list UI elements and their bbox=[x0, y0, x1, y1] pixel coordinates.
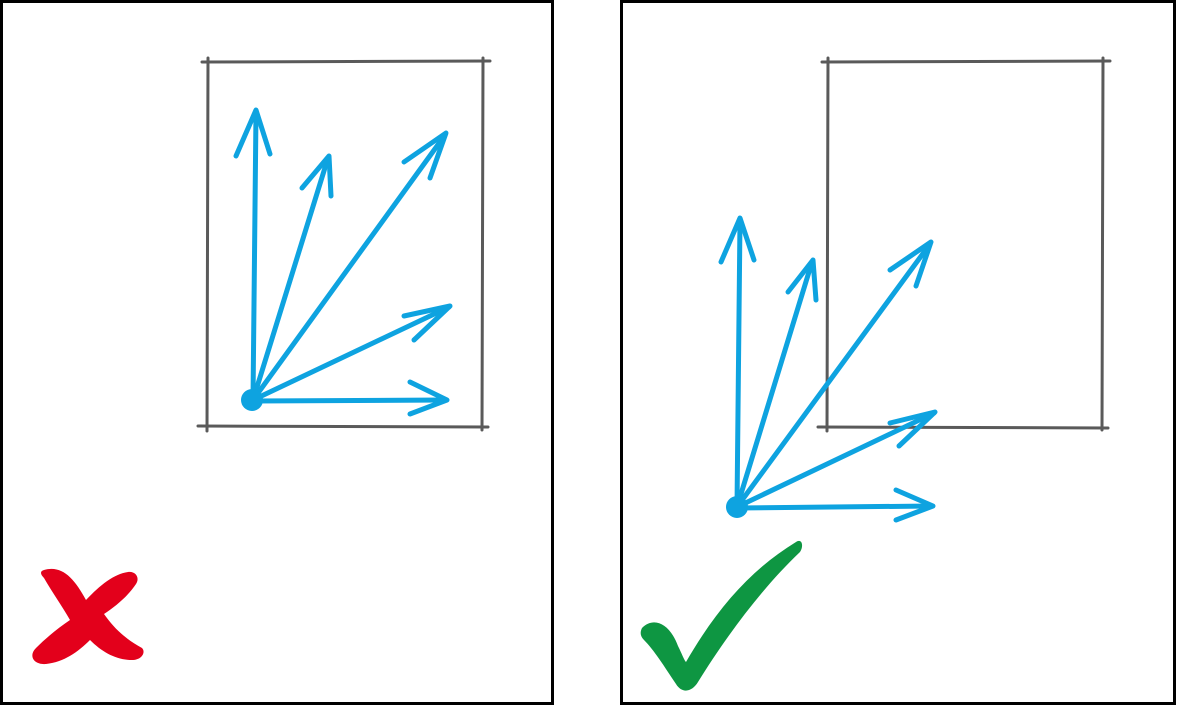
arrow-shallow bbox=[734, 409, 938, 510]
arrow-diagonal bbox=[250, 130, 449, 403]
arrow-horizontal bbox=[250, 379, 450, 417]
panel-correct-canvas bbox=[620, 0, 1176, 705]
arrow-steep bbox=[250, 153, 334, 403]
arrow-shallow bbox=[250, 303, 453, 403]
arrow-fan bbox=[718, 215, 938, 523]
panel-correct bbox=[620, 0, 1178, 705]
panel-frame bbox=[0, 0, 554, 705]
arrow-diagonal bbox=[734, 239, 934, 510]
arrow-vertical bbox=[718, 215, 757, 510]
target-box bbox=[816, 56, 1112, 433]
panel-frame bbox=[620, 0, 1176, 705]
panel-incorrect-canvas bbox=[0, 0, 554, 705]
panel-incorrect bbox=[0, 0, 555, 705]
target-box bbox=[196, 56, 492, 433]
check-mark-icon bbox=[640, 540, 803, 691]
arrow-fan bbox=[233, 107, 453, 417]
arrow-vertical bbox=[233, 107, 273, 403]
arrow-steep bbox=[734, 257, 819, 510]
cross-mark-icon bbox=[32, 568, 144, 665]
arrow-origin bbox=[241, 389, 263, 411]
arrow-horizontal bbox=[734, 487, 936, 523]
arrow-origin bbox=[726, 496, 748, 518]
